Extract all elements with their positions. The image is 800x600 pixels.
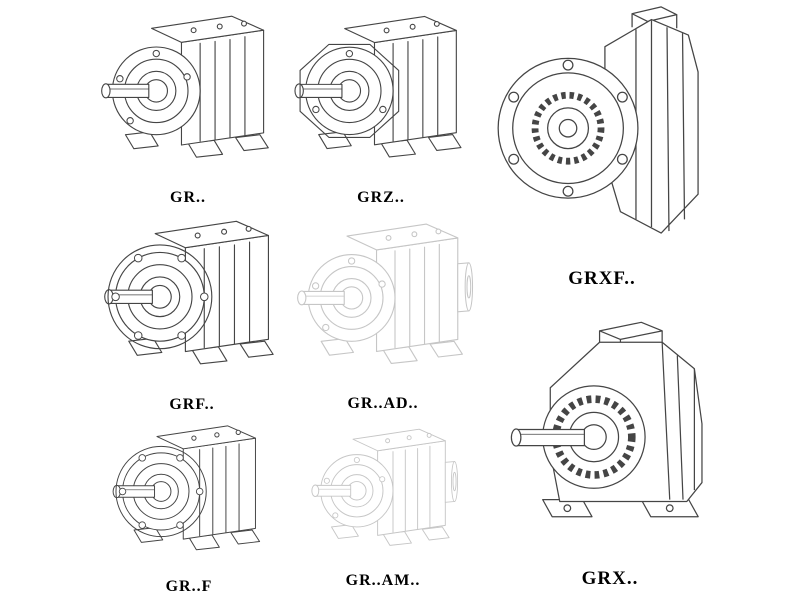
gear-unit-grxf-drawing [488,4,716,266]
figure-label-grf: GRF.. [169,396,215,413]
figure-gr-f: GR..F [94,416,284,596]
gear-unit-gr-f-drawing [94,416,284,576]
figure-label-gr: GR.. [170,189,206,206]
figure-label-gr-ad: GR..AD.. [347,395,419,412]
figure-grxf: GRXF.. [488,4,716,290]
gear-unit-gr-drawing [92,5,284,187]
figure-grf: GRF.. [94,210,290,414]
gear-unit-grz-drawing [288,5,474,187]
figure-label-grx: GRX.. [581,568,639,589]
figure-label-grz: GRZ.. [357,189,405,206]
gear-unit-grx-drawing [498,310,722,566]
figure-gr-ad: GR..AD.. [286,213,480,413]
figure-label-gr-am: GR..AM.. [345,572,421,589]
figure-label-grxf: GRXF.. [568,268,636,289]
gear-unit-grf-drawing [94,210,290,394]
figure-grz: GRZ.. [288,5,474,207]
gear-unit-gr-am-drawing [290,420,476,570]
figure-grx: GRX.. [498,310,722,590]
figure-gr: GR.. [92,5,284,207]
figure-label-gr-f: GR..F [165,578,213,595]
figure-gr-am: GR..AM.. [290,420,476,590]
gear-unit-gr-ad-drawing [286,213,480,393]
